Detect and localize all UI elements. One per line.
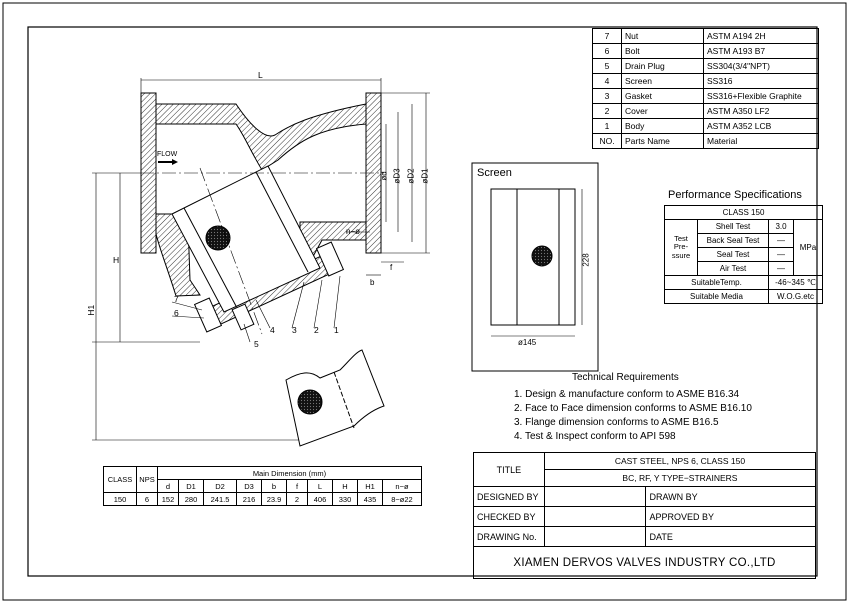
label-d: ød xyxy=(379,171,389,181)
performance-table: CLASS 150 Test Pre- ssure Shell Test 3.0… xyxy=(664,205,823,304)
checked-by-label: CHECKED BY xyxy=(473,506,545,527)
dimension-header-row: d D1 D2 D3 b f L H H1 n−ø xyxy=(104,479,422,493)
title-line-1: CAST STEEL, NPS 6, CLASS 150 xyxy=(543,452,817,470)
callout-1: 1 xyxy=(334,325,339,335)
label-f: f xyxy=(390,263,393,272)
callout-7: 7 xyxy=(174,294,179,304)
approved-by-label: APPROVED BY xyxy=(645,506,816,527)
label-flow: FLOW xyxy=(157,151,178,158)
tech-req-item: 3. Flange dimension conforms to ASME B16… xyxy=(514,417,719,428)
screen-view-frame xyxy=(471,162,599,372)
screen-cylinder xyxy=(171,165,321,313)
title-block: TITLE CAST STEEL, NPS 6, CLASS 150 BC, R… xyxy=(473,452,817,579)
tech-req-title: Technical Requirements xyxy=(572,372,679,383)
drain-plug xyxy=(231,303,255,331)
screen-height-label: 228 xyxy=(581,253,591,267)
screen-view-drawing xyxy=(490,188,583,337)
label-length: L xyxy=(258,70,263,80)
tech-req-item: 4. Test & Inspect conform to API 598 xyxy=(514,431,676,442)
screen-view-title: Screen xyxy=(477,167,512,179)
dimension-value-row: 150 6 152 280 241.5 216 23.9 2 406 330 4… xyxy=(103,492,422,506)
bolt-right xyxy=(315,241,345,277)
callout-3: 3 xyxy=(292,325,297,335)
callout-4: 4 xyxy=(270,325,275,335)
detail-mesh-dot xyxy=(297,389,323,415)
flow-arrow xyxy=(158,159,178,165)
drawing-no-label: DRAWING No. xyxy=(473,526,545,547)
bolt-left xyxy=(193,297,223,333)
body-bottom-wall xyxy=(155,213,201,297)
title-line-2: BC, RF, Y TYPE−STRAINERS xyxy=(543,469,817,487)
label-d1: øD1 xyxy=(420,168,430,184)
body-top-wall xyxy=(155,103,367,171)
label-n-phi: n−ø xyxy=(346,227,361,236)
tech-req-item: 1. Design & manufacture conform to ASME … xyxy=(514,389,740,400)
callout-6: 6 xyxy=(174,308,179,318)
date-label: DATE xyxy=(645,526,816,547)
label-height: H xyxy=(113,255,120,265)
drawn-by-label: DRAWN BY xyxy=(645,486,816,507)
detail-fragment xyxy=(285,349,385,447)
title-label: TITLE xyxy=(473,452,545,487)
label-d2: øD2 xyxy=(406,168,416,184)
company-name: XIAMEN DERVOS VALVES INDUSTRY CO.,LTD xyxy=(473,546,816,579)
dimension-table: CLASS NPS Main Dimension (mm) d D1 D2 D3… xyxy=(103,466,422,506)
dimension-lines xyxy=(92,78,430,441)
label-b: b xyxy=(370,278,375,287)
callout-2: 2 xyxy=(314,325,319,335)
label-d3: øD3 xyxy=(392,168,402,184)
screen-diameter-label: ø145 xyxy=(518,338,537,347)
callout-5: 5 xyxy=(254,339,259,349)
callout-leaders xyxy=(171,231,370,343)
strainer-section-view xyxy=(140,92,384,335)
label-height1: H1 xyxy=(86,304,97,316)
tech-req-item: 2. Face to Face dimension conforms to AS… xyxy=(514,403,752,414)
designed-by-label: DESIGNED BY xyxy=(473,486,545,507)
performance-title: Performance Specifications xyxy=(668,189,802,201)
